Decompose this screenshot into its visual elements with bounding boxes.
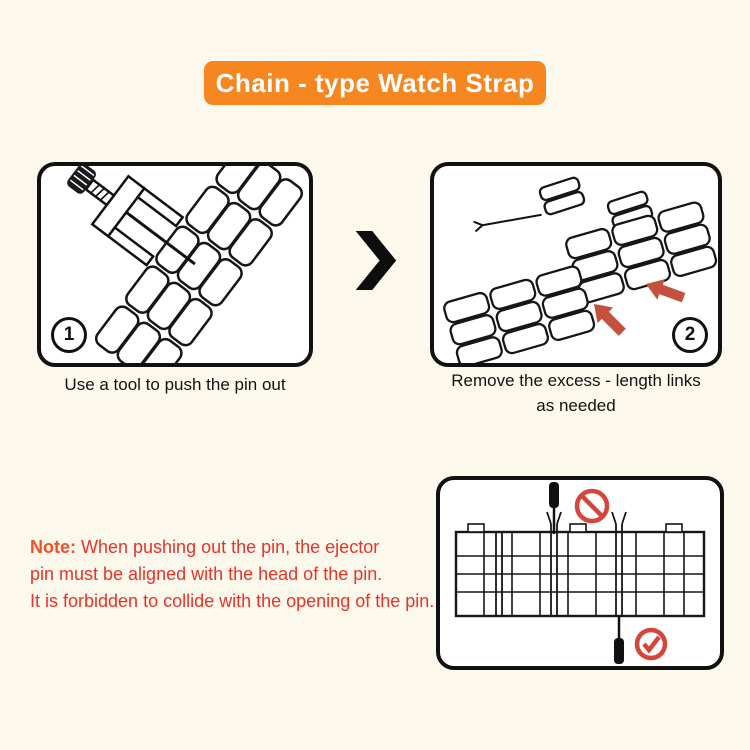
step2-number: 2 [684,324,696,345]
step1-panel: 1 [37,162,313,367]
step2-caption: Remove the excess - length links as need… [430,368,722,418]
red-arrow-icon [594,279,686,336]
step2-caption-line1: Remove the excess - length links [451,371,701,390]
step2-caption-line2: as needed [536,396,616,415]
note-line3: It is forbidden to collide with the open… [30,591,435,611]
bottom-ejector-pin [614,616,624,664]
chevron-right-icon [355,231,397,290]
remove-links-illustration [443,176,718,363]
step1-number-badge: 1 [51,317,87,353]
step2-number-badge: 2 [672,317,708,353]
note-block: Note:When pushing out the pin, the eject… [30,534,455,615]
note-label: Note: [30,537,76,557]
loose-pin [473,213,542,233]
title-banner: Chain - type Watch Strap [204,61,546,105]
step1-caption: Use a tool to push the pin out [64,375,286,394]
step2-panel: 2 [430,162,722,367]
note-line2: pin must be aligned with the head of the… [30,564,383,584]
link-pins [495,511,627,616]
pin-alignment-panel [436,476,724,670]
pin-alignment-illustration [454,482,706,664]
page-title: Chain - type Watch Strap [215,67,535,98]
top-ejector-pin [549,482,559,534]
step1-number: 1 [63,324,75,345]
note-line1: When pushing out the pin, the ejector [81,537,380,557]
push-pin-tool-illustration [67,166,304,363]
prohibition-icon [574,488,610,524]
link-removal-tool [67,166,196,267]
check-circle-icon [634,627,668,661]
